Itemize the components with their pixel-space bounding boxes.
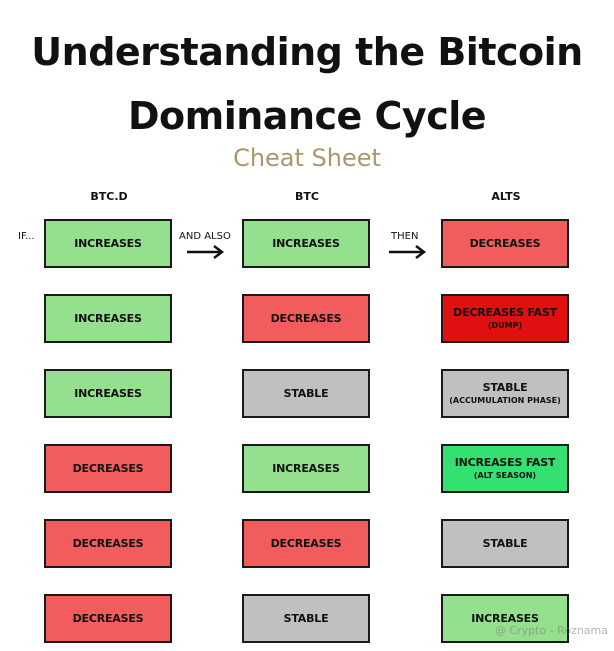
cell-alts: STABLE <box>441 519 569 568</box>
cell-text: DECREASES <box>72 611 144 625</box>
then-label: THEN <box>391 231 419 242</box>
cell-text: DECREASES <box>270 311 342 325</box>
cell-text: INCREASES <box>74 311 142 325</box>
cell-text: INCREASES FAST <box>454 455 556 469</box>
cell-text: INCREASES <box>471 611 539 625</box>
cell-text: INCREASES <box>272 236 340 250</box>
page-title-line-2: Dominance Cycle <box>127 94 487 138</box>
cell-alts: DECREASES FAST (DUMP) <box>441 294 569 343</box>
cell-subtext: (ACCUMULATION PHASE) <box>449 395 561 405</box>
cell-btc: INCREASES <box>242 219 370 268</box>
cell-text: DECREASES FAST <box>453 305 557 319</box>
arrow-right-icon <box>389 245 427 259</box>
watermark: @ Crypto - Roznama <box>494 624 608 637</box>
cell-btcd: DECREASES <box>44 444 172 493</box>
cell-text: STABLE <box>283 386 329 400</box>
cell-alts: STABLE (ACCUMULATION PHASE) <box>441 369 569 418</box>
cell-btc: STABLE <box>242 369 370 418</box>
cell-text: INCREASES <box>74 386 142 400</box>
cell-btcd: INCREASES <box>44 219 172 268</box>
cell-btcd: INCREASES <box>44 369 172 418</box>
cell-text: STABLE <box>283 611 329 625</box>
cell-text: DECREASES <box>270 536 342 550</box>
cell-btc: INCREASES <box>242 444 370 493</box>
and-also-label: AND ALSO <box>179 231 231 242</box>
cell-btc: DECREASES <box>242 294 370 343</box>
cell-btcd: DECREASES <box>44 594 172 643</box>
cell-btcd: INCREASES <box>44 294 172 343</box>
page-subtitle: Cheat Sheet <box>233 144 381 172</box>
column-header-alts: ALTS <box>491 190 521 203</box>
arrow-right-icon <box>187 245 225 259</box>
cell-subtext: (ALT SEASON) <box>473 470 537 480</box>
cell-alts: INCREASES <box>441 594 569 643</box>
cell-subtext: (DUMP) <box>487 320 523 330</box>
column-header-btc: BTC <box>295 190 319 203</box>
cell-alts: INCREASES FAST (ALT SEASON) <box>441 444 569 493</box>
cell-btc: DECREASES <box>242 519 370 568</box>
cell-btc: STABLE <box>242 594 370 643</box>
column-header-btcd: BTC.D <box>90 190 128 203</box>
cell-text: STABLE <box>482 380 528 394</box>
cell-text: DECREASES <box>469 236 541 250</box>
if-label: IF... <box>18 231 35 242</box>
cell-text: DECREASES <box>72 536 144 550</box>
page-title-line-1: Understanding the Bitcoin <box>31 30 583 74</box>
cell-text: INCREASES <box>272 461 340 475</box>
cell-text: STABLE <box>482 536 528 550</box>
cell-alts: DECREASES <box>441 219 569 268</box>
cell-text: DECREASES <box>72 461 144 475</box>
cell-btcd: DECREASES <box>44 519 172 568</box>
cell-text: INCREASES <box>74 236 142 250</box>
